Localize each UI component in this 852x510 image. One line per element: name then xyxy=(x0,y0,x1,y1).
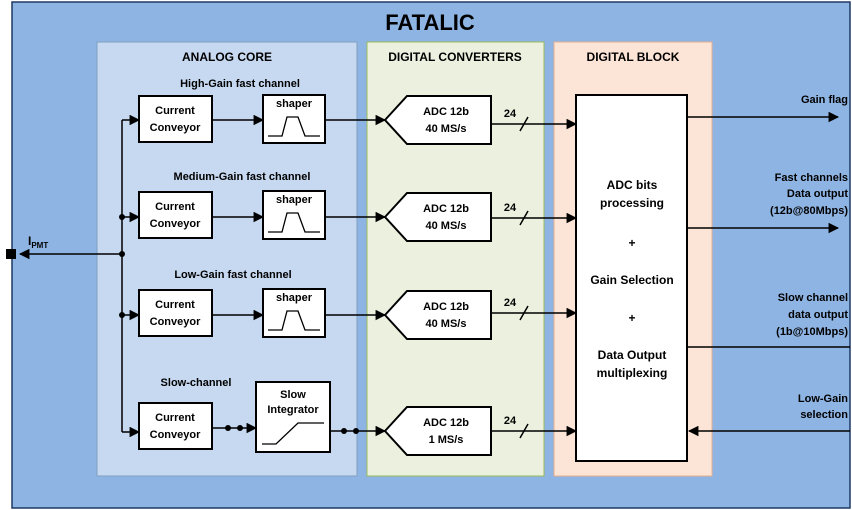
slow-output-label: (1b@10Mbps) xyxy=(776,326,848,338)
conveyor-label: Conveyor xyxy=(150,218,201,230)
junction-dot xyxy=(237,425,243,431)
adc-label: ADC 12b xyxy=(423,106,469,118)
adc-label: ADC 12b xyxy=(423,301,469,313)
current-conveyor-box xyxy=(138,289,213,337)
shaper-pulse-icon xyxy=(268,116,320,137)
junction-dot xyxy=(353,428,359,434)
adc-label: ADC 12b xyxy=(423,203,469,215)
bus-width-label: 24 xyxy=(504,415,517,427)
input-pin xyxy=(6,249,16,259)
analog-core-title: ANALOG CORE xyxy=(182,50,272,64)
adc-box xyxy=(383,406,492,456)
processing-text: ADC bits xyxy=(607,178,658,192)
adc-box xyxy=(383,95,492,145)
fast-output-label: (12b@80Mbps) xyxy=(770,205,848,217)
shaper-pulse-icon xyxy=(268,212,320,233)
bus-slash xyxy=(519,116,529,132)
adc-label: ADC 12b xyxy=(423,417,469,429)
conveyor-label: Conveyor xyxy=(150,122,201,134)
bus-width-label: 24 xyxy=(504,297,517,309)
bus-slash xyxy=(519,210,529,226)
chip-title: FATALIC xyxy=(385,10,475,35)
integrator-label: Slow xyxy=(280,389,306,401)
shaper-label: shaper xyxy=(276,98,313,110)
fast-output-label: Fast channels xyxy=(775,172,848,184)
adc-rate-label: 40 MS/s xyxy=(426,318,467,330)
gain-flag-label: Gain flag xyxy=(801,94,848,106)
conveyor-label: Conveyor xyxy=(150,429,201,441)
processing-block xyxy=(575,94,688,462)
shaper-box xyxy=(262,288,326,338)
digital-block-title: DIGITAL BLOCK xyxy=(587,50,680,64)
channel-label: Medium-Gain fast channel xyxy=(174,171,311,183)
adc-rate-label: 40 MS/s xyxy=(426,220,467,232)
integrator-ramp-icon xyxy=(262,422,324,445)
adc-rate-label: 40 MS/s xyxy=(426,123,467,135)
shaper-pulse-icon xyxy=(268,310,320,331)
adc-box xyxy=(383,290,492,340)
conveyor-label: Current xyxy=(155,412,195,424)
slow-integrator-box xyxy=(255,381,331,453)
junction-dot xyxy=(341,428,347,434)
shaper-label: shaper xyxy=(276,194,313,206)
shaper-box xyxy=(262,190,326,240)
conveyor-label: Current xyxy=(155,105,195,117)
bus-slash xyxy=(519,423,529,439)
channel-label: Low-Gain fast channel xyxy=(174,269,291,281)
fast-output-label: Data output xyxy=(787,188,848,200)
integrator-label: Integrator xyxy=(267,404,319,416)
plus-sign: + xyxy=(628,236,635,250)
plus-sign: + xyxy=(628,311,635,325)
channel-label: High-Gain fast channel xyxy=(180,78,300,90)
junction-dot xyxy=(119,251,125,257)
conveyor-label: Current xyxy=(155,299,195,311)
processing-text: multiplexing xyxy=(597,366,668,380)
low-gain-label: Low-Gain xyxy=(798,393,848,405)
bus-width-label: 24 xyxy=(504,202,517,214)
conveyor-label: Current xyxy=(155,201,195,213)
channel-label: Slow-channel xyxy=(161,377,232,389)
processing-text: Data Output xyxy=(598,348,667,362)
bus-width-label: 24 xyxy=(504,108,517,120)
conveyor-label: Conveyor xyxy=(150,316,201,328)
current-conveyor-box xyxy=(138,191,213,239)
shaper-box xyxy=(262,94,326,144)
junction-dot xyxy=(225,425,231,431)
adc-box xyxy=(383,192,492,242)
slow-output-label: Slow channel xyxy=(778,292,848,304)
processing-text: processing xyxy=(600,196,664,210)
shaper-label: shaper xyxy=(276,292,313,304)
adc-rate-label: 1 MS/s xyxy=(429,434,464,446)
input-label: IPMT xyxy=(28,234,48,250)
current-conveyor-box xyxy=(138,402,213,450)
low-gain-label: selection xyxy=(800,409,848,421)
processing-text: Gain Selection xyxy=(590,273,673,287)
current-conveyor-box xyxy=(138,95,213,143)
bus-slash xyxy=(519,305,529,321)
slow-output-label: data output xyxy=(788,309,848,321)
digital-converters-title: DIGITAL CONVERTERS xyxy=(388,50,522,64)
